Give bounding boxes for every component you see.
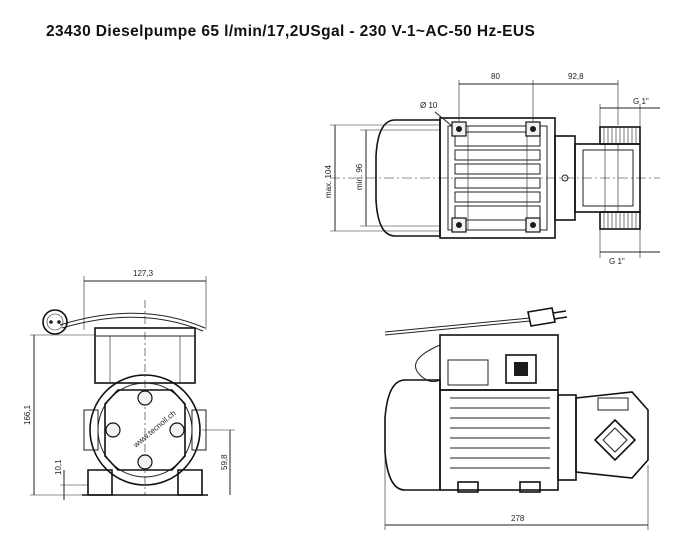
dim-min-96: min. 96	[355, 163, 364, 190]
dim-92-8: 92,8	[568, 72, 584, 81]
side-view	[384, 307, 649, 530]
page-title: 23430 Dieselpumpe 65 l/min/17,2USgal - 2…	[46, 23, 536, 40]
dim-g1-top: G 1"	[633, 97, 649, 106]
front-view	[30, 276, 235, 500]
top-view	[330, 80, 660, 258]
dim-10-1: 10,1	[54, 459, 63, 475]
dim-59-8: 59,8	[220, 454, 229, 470]
dim-g1-bottom: G 1"	[609, 257, 625, 266]
dim-127-3: 127,3	[133, 269, 154, 278]
dim-hole-diameter: Ø 10	[420, 101, 438, 110]
dim-max-104: max. 104	[324, 165, 333, 198]
dim-166-1: 166,1	[23, 404, 32, 425]
dim-278: 278	[511, 514, 525, 523]
dim-80: 80	[491, 72, 500, 81]
